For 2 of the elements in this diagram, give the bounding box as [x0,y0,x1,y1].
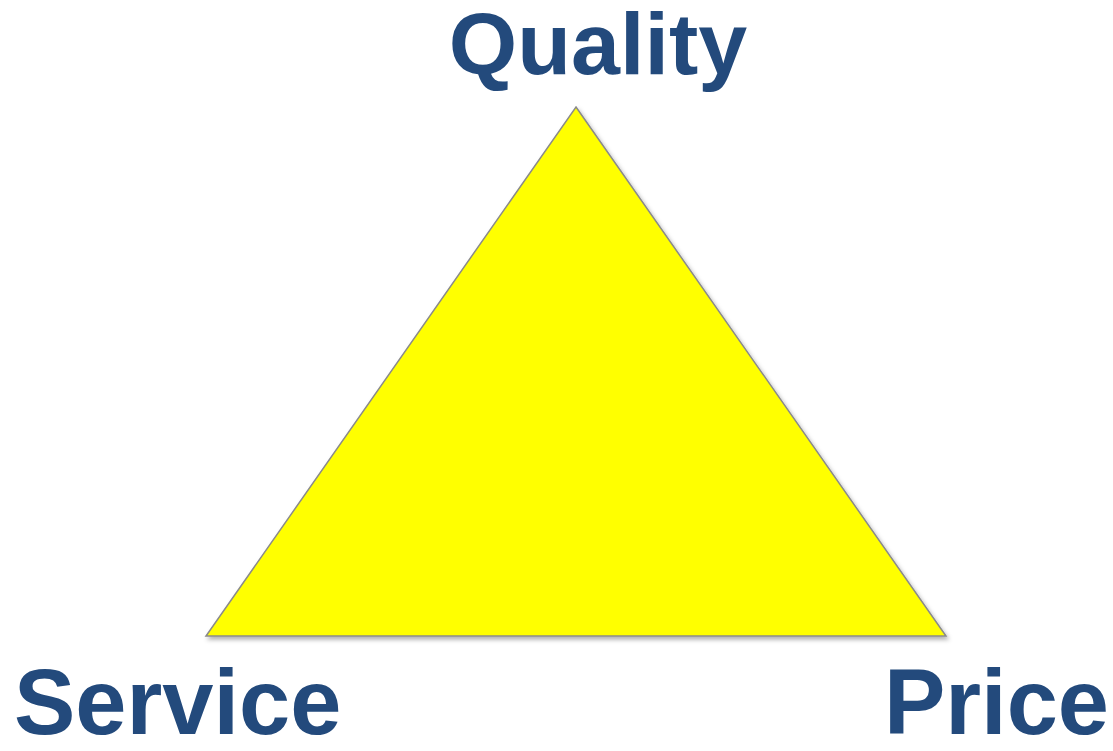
vertex-label: Price [883,656,1109,748]
vertex-label: Service [14,656,342,748]
